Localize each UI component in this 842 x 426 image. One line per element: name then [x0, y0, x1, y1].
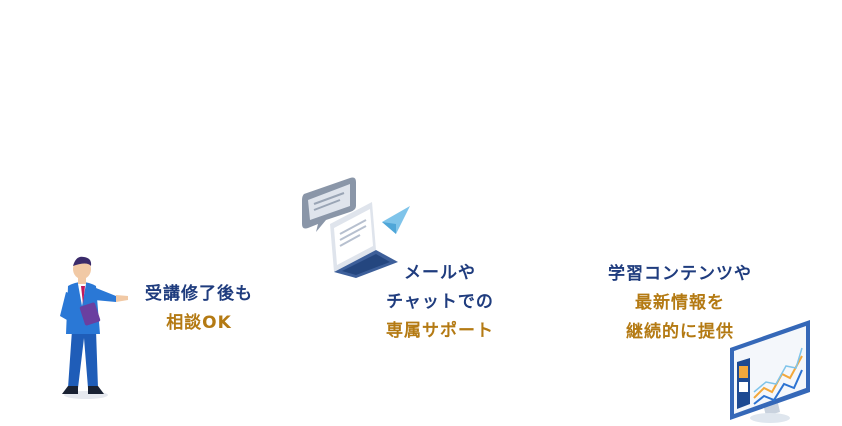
feature-content: 学習コンテンツや 最新情報を 継続的に提供	[583, 260, 777, 347]
feature-support-line-3: 専属サポート	[386, 321, 494, 341]
feature-support-line-1: メールや	[404, 263, 476, 283]
feature-content-line-3: 継続的に提供	[626, 322, 734, 342]
monitor-chart-icon	[730, 320, 810, 423]
feature-consultation-line-2: 相談OK	[166, 313, 232, 333]
feature-content-line-1: 学習コンテンツや	[608, 264, 752, 284]
feature-consultation: 受講修了後も 相談OK	[134, 280, 264, 338]
feature-support: メールや チャットでの 専属サポート	[368, 259, 512, 346]
feature-consultation-line-1: 受講修了後も	[145, 284, 253, 304]
consultant-person-icon	[60, 256, 128, 399]
laptop-chat-icon	[302, 177, 410, 278]
feature-content-line-2: 最新情報を	[635, 293, 725, 313]
feature-support-line-2: チャットでの	[386, 292, 494, 312]
